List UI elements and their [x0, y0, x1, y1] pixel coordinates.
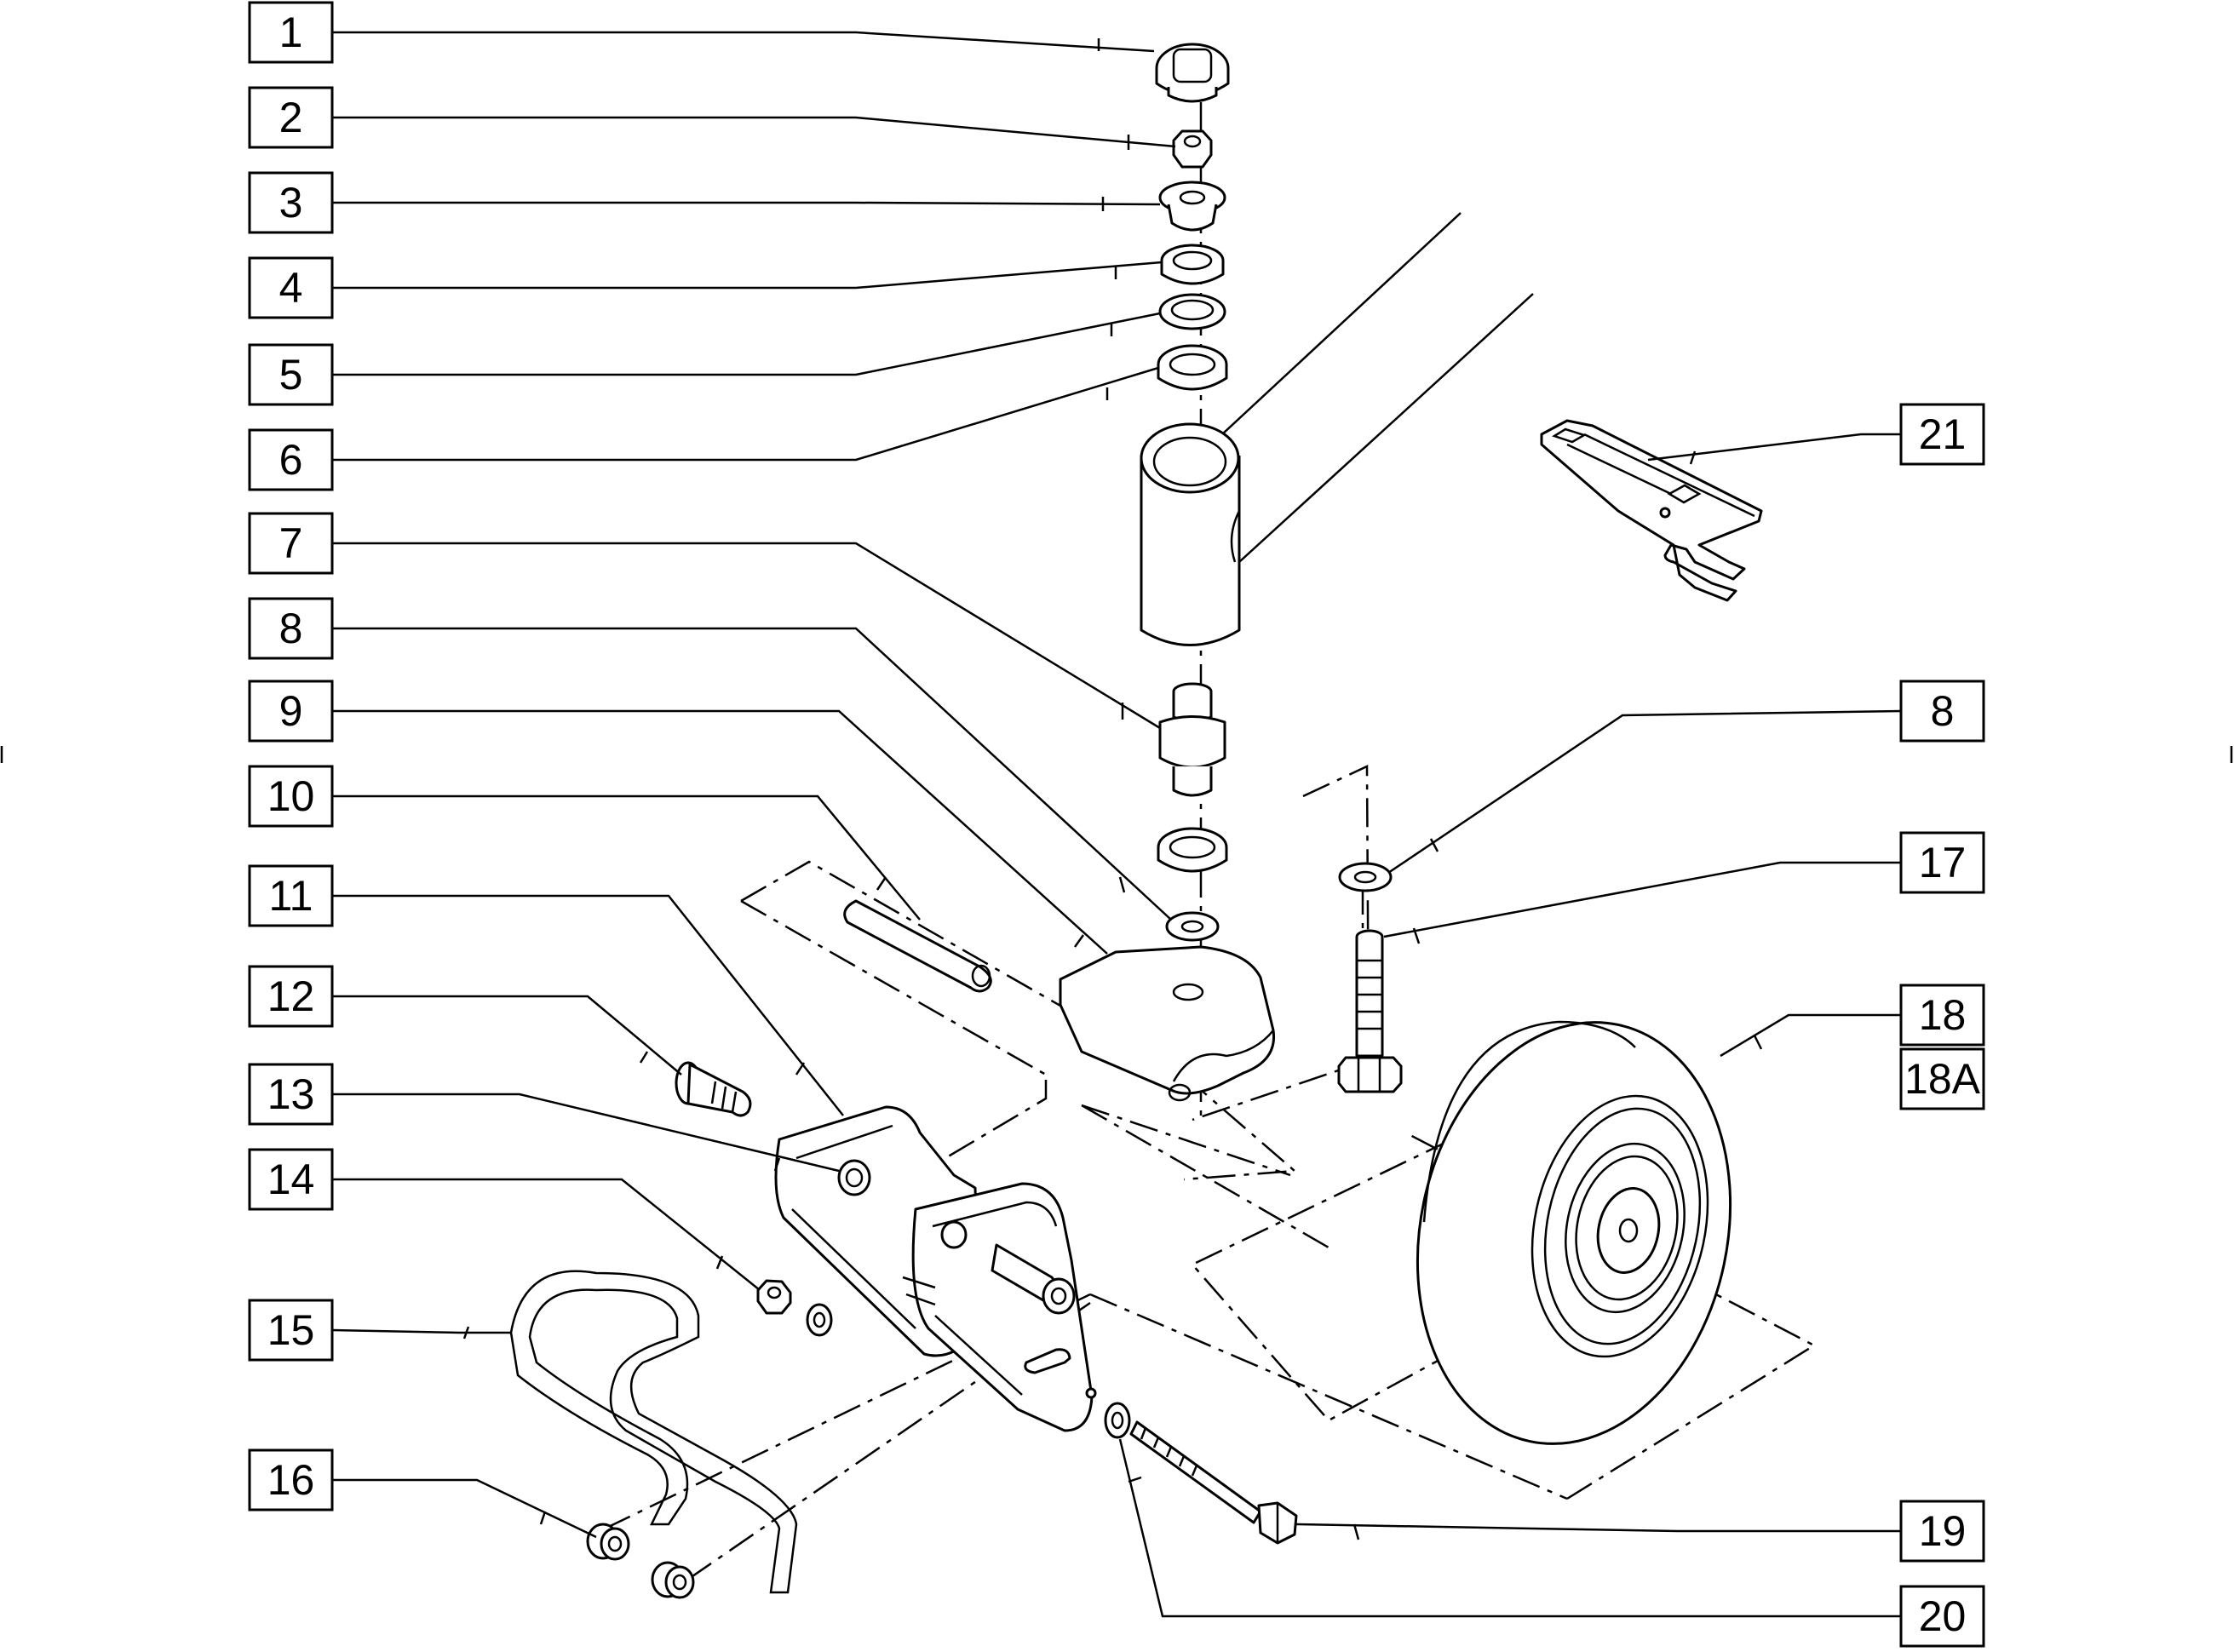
caster-fork-part [1059, 945, 1276, 1102]
callout-label: 2 [279, 94, 303, 141]
axle-pin-part [843, 899, 992, 993]
callout-label: 4 [279, 264, 303, 312]
callout-c3: 3 [248, 171, 334, 234]
callout-label: 18A [1904, 1055, 1981, 1103]
callout-label: 8 [279, 605, 303, 652]
callout-label: 11 [269, 872, 313, 920]
callout-c18: 18 [1899, 984, 1985, 1047]
callout-label: 19 [1919, 1507, 1967, 1555]
callout-c21: 21 [1899, 403, 1985, 466]
handle-bar-part [509, 1270, 798, 1594]
brake-lever-part [1540, 419, 1763, 602]
end-caps-part [586, 1523, 695, 1599]
leader-lines [331, 31, 1902, 1618]
leader-tick-marks [462, 38, 1763, 1540]
parts [509, 43, 1763, 1599]
callout-c18a: 18A [1899, 1047, 1985, 1110]
frame-tube [1140, 212, 1534, 646]
callout-label: 10 [267, 772, 315, 820]
callout-label: 15 [267, 1306, 315, 1354]
washer-right-part [1338, 862, 1393, 892]
callout-c15: 15 [248, 1299, 334, 1362]
callout-c8: 8 [248, 597, 334, 660]
nut-part [1172, 129, 1213, 169]
seal-part [1160, 244, 1225, 285]
bearing-bottom-part [1157, 827, 1228, 873]
callout-label: 16 [267, 1456, 315, 1504]
callout-c16: 16 [248, 1448, 334, 1511]
callout-c7: 7 [248, 512, 334, 575]
callout-label: 8 [1931, 687, 1955, 735]
callout-label: 7 [279, 519, 303, 567]
page-edge-marks [0, 746, 2233, 763]
callout-c9: 9 [248, 680, 334, 743]
callout-label: 18 [1919, 991, 1967, 1039]
callout-c11: 11 [248, 864, 334, 927]
callout-label: 1 [279, 9, 303, 56]
callout-c12: 12 [248, 965, 334, 1028]
callout-label: 5 [279, 351, 303, 399]
bolt-part [675, 1061, 752, 1117]
callout-c4: 4 [248, 256, 334, 319]
callout-c20: 20 [1899, 1585, 1985, 1648]
washer-bolt-part [1104, 1402, 1131, 1439]
callout-c1: 1 [248, 1, 334, 64]
callout-c5: 5 [248, 343, 334, 406]
callout-label: 17 [1919, 839, 1967, 886]
callout-c2: 2 [248, 86, 334, 149]
nut-washer-part [756, 1279, 833, 1337]
bearing-top-part [1157, 344, 1228, 391]
washer-part [1158, 293, 1226, 330]
washer-fork-part [1165, 911, 1220, 942]
wheel-part [1416, 1020, 1732, 1445]
axle-bolt-part [1337, 929, 1403, 1093]
callout-c17: 17 [1899, 831, 1985, 894]
callout-label: 13 [267, 1070, 315, 1118]
long-bolt-part [1129, 1420, 1298, 1545]
callout-c6: 6 [248, 428, 334, 491]
callout-label: 9 [279, 687, 303, 735]
callout-label: 6 [279, 436, 303, 484]
callout-c13: 13 [248, 1063, 334, 1126]
callout-c14: 14 [248, 1148, 334, 1211]
bracket-assembly-part [774, 1105, 1097, 1432]
callout-label: 20 [1919, 1592, 1967, 1640]
callout-c10: 10 [248, 765, 334, 828]
callout-c8b: 8 [1899, 680, 1985, 743]
callout-label: 12 [267, 972, 315, 1020]
callout-c19: 19 [1899, 1500, 1985, 1563]
callout-label: 3 [279, 179, 303, 227]
callout-label: 21 [1919, 410, 1967, 458]
flanged-bushing-part [1158, 181, 1226, 232]
spacer-part [1158, 682, 1226, 797]
callout-label: 14 [267, 1156, 315, 1203]
cap-part [1155, 43, 1230, 103]
